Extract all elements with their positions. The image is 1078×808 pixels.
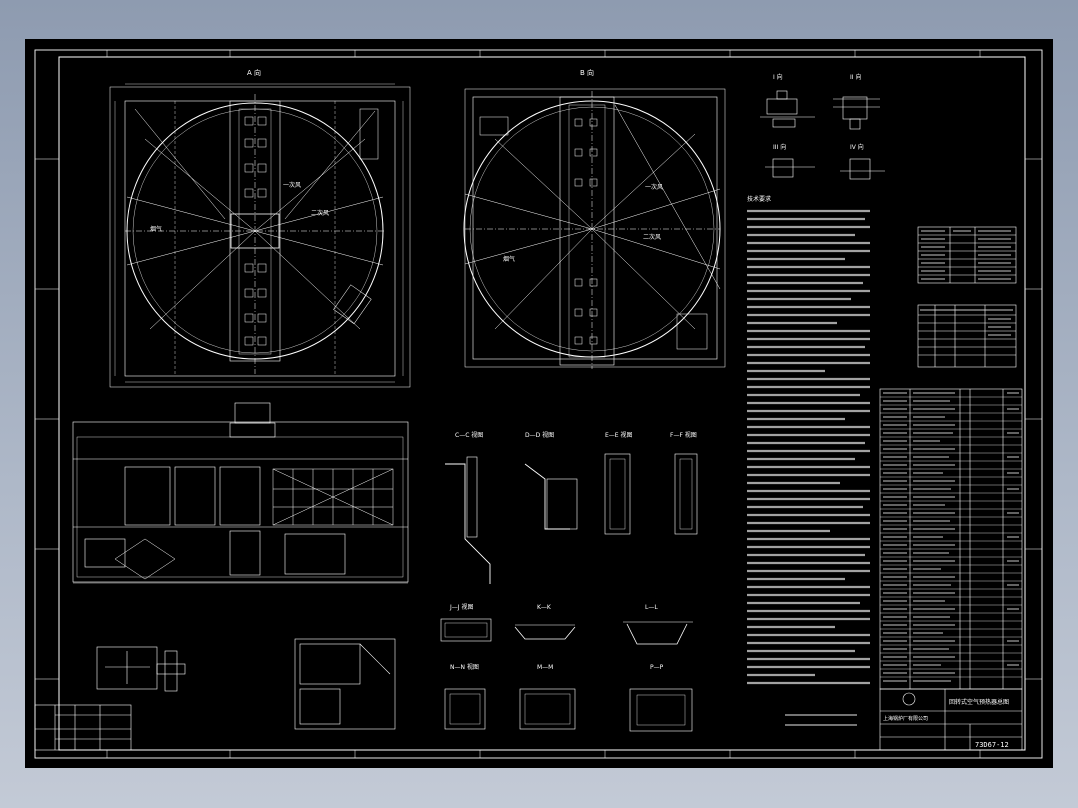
section-f-title: F—F 视图 xyxy=(670,431,697,439)
company-name: 上海锅炉厂有限公司 xyxy=(883,715,928,722)
bottom-left-details xyxy=(96,638,396,730)
plan-view-a: A 向 二次风 一次风 烟气 xyxy=(109,68,411,388)
sections-cdef: C—C 视图 D—D 视图 E—E 视图 F—F 视图 xyxy=(445,431,698,584)
drawing-sheet[interactable]: A 向 二次风 一次风 烟气 B 向 xyxy=(25,39,1053,768)
label-flue-gas-a: 烟气 xyxy=(150,225,162,233)
center-notes xyxy=(785,714,857,726)
revision-table xyxy=(34,704,132,751)
sections-lower: J—J 视图 K—K L—L N—N 视图 M—M P—P xyxy=(440,603,693,732)
detail-3-title: III 向 xyxy=(773,143,786,151)
drawing-title: 回转式空气预热器总图 xyxy=(949,698,1009,706)
section-l-title: L—L xyxy=(645,604,658,611)
section-m-title: M—M xyxy=(537,664,553,671)
section-d-title: D—D 视图 xyxy=(525,431,554,439)
label-flue-gas-b: 烟气 xyxy=(503,255,515,263)
detail-views: I 向 II 向 III 向 IV 向 xyxy=(760,73,885,180)
section-n-title: N—N 视图 xyxy=(450,663,479,671)
title-block: 上海锅炉厂有限公司 回转式空气预热器总图 73D67-12 xyxy=(879,688,1023,751)
label-primary-air-b: 一次风 xyxy=(645,183,663,191)
cad-drawing: A 向 二次风 一次风 烟气 B 向 xyxy=(34,49,1043,759)
section-e-title: E—E 视图 xyxy=(605,431,633,439)
label-secondary-air-a: 二次风 xyxy=(311,209,329,217)
parts-list xyxy=(879,388,1023,690)
detail-1-title: I 向 xyxy=(773,73,783,81)
section-j-title: J—J 视图 xyxy=(449,603,473,611)
section-p-title: P—P xyxy=(650,664,664,671)
sheet-border xyxy=(34,49,1043,759)
parameter-tables xyxy=(917,226,1017,368)
plan-b-title: B 向 xyxy=(580,68,594,77)
label-secondary-air-b: 二次风 xyxy=(643,233,661,241)
notes-title: 技术要求 xyxy=(747,195,771,203)
section-k-title: K—K xyxy=(537,604,552,611)
section-c-title: C—C 视图 xyxy=(455,431,483,439)
label-primary-air-a: 一次风 xyxy=(283,181,301,189)
elevation-view xyxy=(72,402,409,584)
plan-a-title: A 向 xyxy=(247,68,261,77)
plan-view-b: B 向 一次风 二次风 烟气 xyxy=(463,68,726,369)
detail-4-title: IV 向 xyxy=(850,143,864,151)
technical-notes: 技术要求 xyxy=(747,195,870,685)
detail-2-title: II 向 xyxy=(850,73,861,81)
drawing-number: 73D67-12 xyxy=(975,741,1009,749)
